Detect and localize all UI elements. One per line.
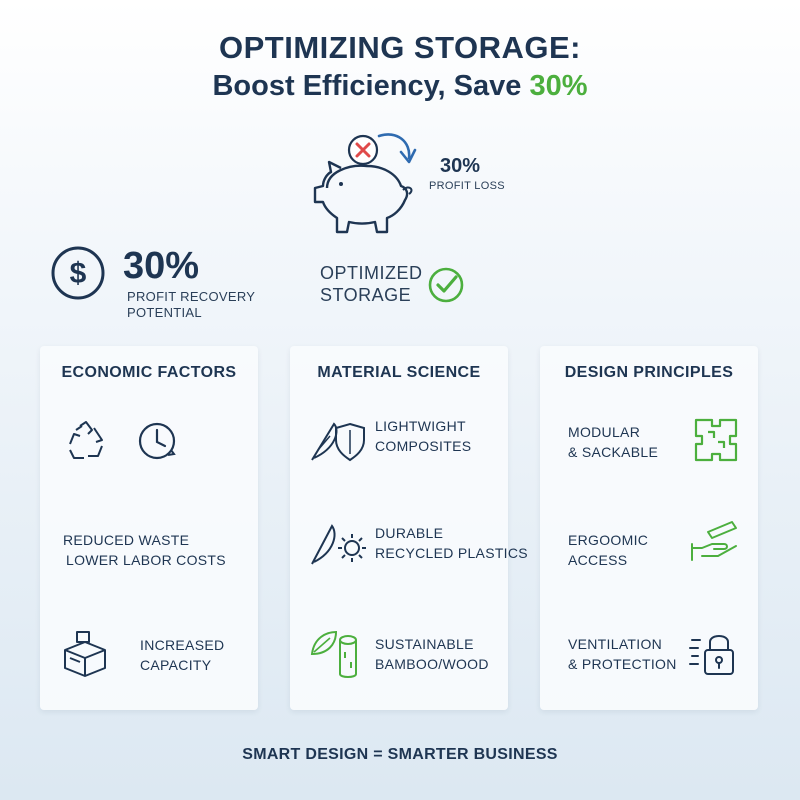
card-title: ECONOMIC FACTORS <box>61 364 237 381</box>
lock-icon <box>689 635 734 675</box>
recovery-label-line2: POTENTIAL <box>127 305 202 320</box>
item-line2: CAPACITY <box>140 657 212 673</box>
footer-tagline: SMART DESIGN = SMARTER BUSINESS <box>242 746 558 763</box>
svg-text:$: $ <box>70 257 87 290</box>
x-circle-icon <box>347 134 379 166</box>
item-line1: VENTILATION <box>568 636 663 652</box>
item-line1: DURABLE <box>375 525 444 541</box>
shield-icon <box>335 422 365 462</box>
card-economic-factors: ECONOMIC FACTORS REDUCED WASTE LOWER LAB… <box>40 346 258 710</box>
puzzle-icon <box>694 418 738 462</box>
item-line2: & SACKABLE <box>568 444 659 460</box>
subtitle-accent: 30% <box>529 70 588 102</box>
check-circle-icon <box>428 267 464 303</box>
loss-label: PROFIT LOSS <box>429 180 505 192</box>
card-title: DESIGN PRINCIPLES <box>564 364 734 381</box>
item-line1: ERGOOMIC <box>568 532 649 548</box>
item-line2: RECYCLED PLASTICS <box>375 545 528 561</box>
curved-arrow-icon <box>377 133 411 160</box>
gear-icon <box>338 534 366 562</box>
item-line2: BAMBOO/WOOD <box>375 656 489 672</box>
clock-icon <box>138 422 176 460</box>
boxes-icon <box>64 631 106 677</box>
page-title: OPTIMIZING STORAGE: <box>219 30 581 65</box>
optimized-line1: OPTIMIZED <box>320 263 423 283</box>
recovery-label-line1: PROFIT RECOVERY <box>127 289 256 304</box>
recycle-icon <box>69 421 103 459</box>
item-line1: INCREASED <box>140 637 225 653</box>
optimized-line2: STORAGE <box>320 285 412 305</box>
item-line2: ACCESS <box>568 552 628 568</box>
feather-icon <box>311 524 366 565</box>
item-line1: SUSTAINABLE <box>375 636 474 652</box>
recovery-value: 30% <box>123 245 200 287</box>
hand-icon <box>691 521 737 561</box>
item-line2: LOWER LABOR COSTS <box>66 552 226 568</box>
piggy-bank-icon <box>313 133 417 234</box>
card-material-science: MATERIAL SCIENCE LIGHTWIGHT COMPOSITES D… <box>290 346 528 710</box>
dollar-circle-icon: $ <box>51 246 105 300</box>
subtitle-text: Boost Efficiency, Save <box>212 70 530 102</box>
page-subtitle: Boost Efficiency, Save 30% <box>0 70 800 103</box>
item-line1: REDUCED WASTE <box>63 532 190 548</box>
card-design-principles: DESIGN PRINCIPLES MODULAR & SACKABLE ERG… <box>540 346 758 710</box>
recovery-label: PROFIT RECOVERY POTENTIAL <box>127 289 267 321</box>
feather-icon <box>311 422 365 462</box>
wood-log-icon <box>339 635 357 678</box>
item-line2: & PROTECTION <box>568 656 677 672</box>
loss-value: 30% <box>440 155 481 177</box>
card-title: MATERIAL SCIENCE <box>317 364 481 381</box>
item-line1: MODULAR <box>568 424 641 440</box>
item-line1: LIGHTWIGHT <box>375 418 466 434</box>
leaf-icon <box>310 630 357 678</box>
item-line2: COMPOSITES <box>375 438 472 454</box>
optimized-label: OPTIMIZED STORAGE <box>320 262 430 306</box>
